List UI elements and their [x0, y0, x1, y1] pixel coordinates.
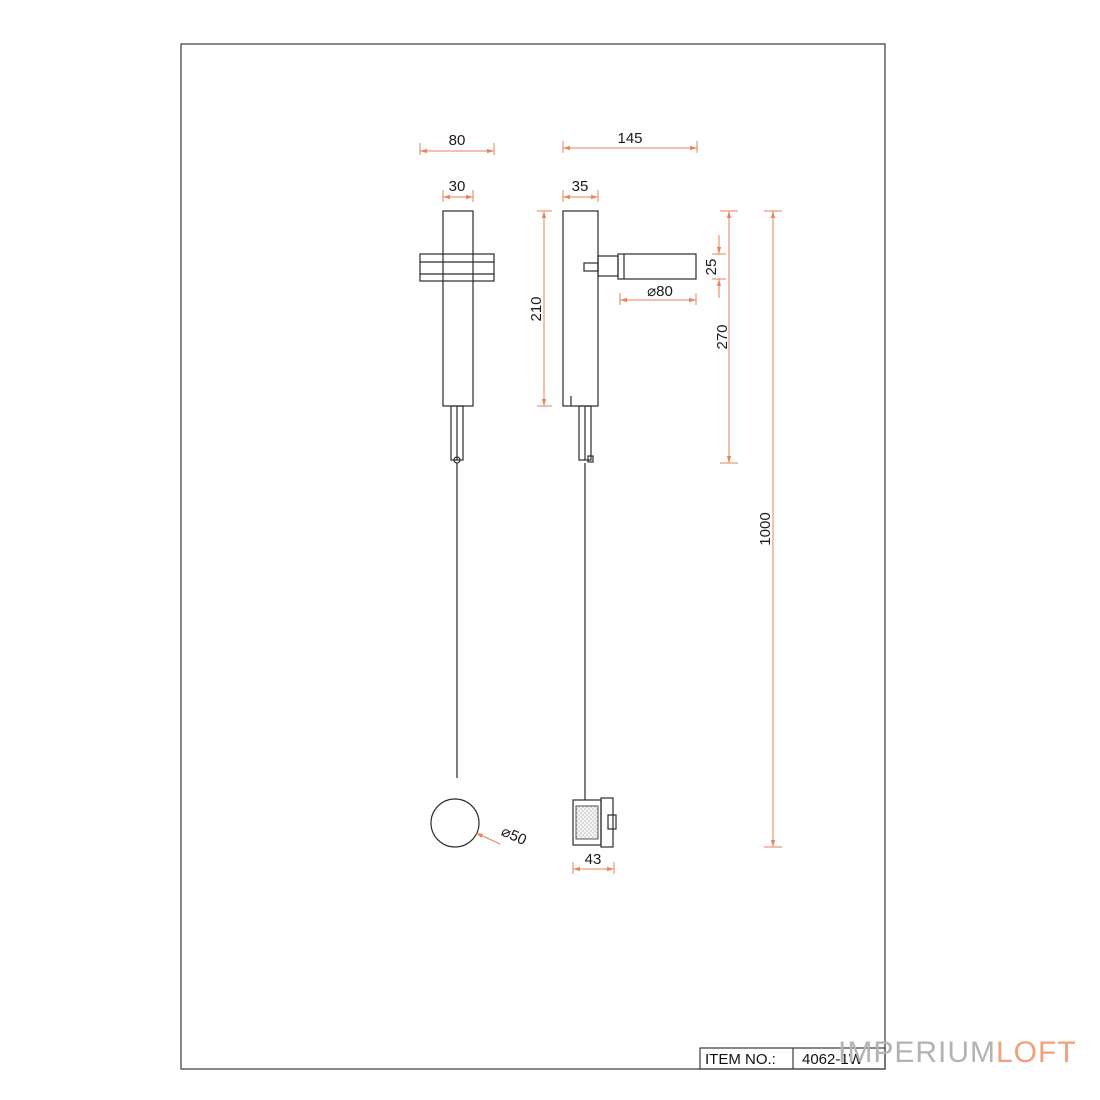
dim-front-tube: 30 [449, 178, 466, 195]
dim-switch-diameter: ⌀50 [499, 823, 529, 849]
dim-front-width: 80 [449, 132, 466, 149]
side-head [617, 253, 697, 280]
front-body-tube [442, 210, 474, 407]
side-switch-hatch [575, 805, 599, 840]
dim-side-tube: 35 [572, 178, 589, 195]
item-no-value: 4062-1W [802, 1051, 864, 1068]
front-switch-disc [430, 798, 480, 848]
dim-side-depth: 145 [617, 130, 642, 147]
side-switch-clip [600, 797, 614, 848]
dim-head-diameter: ⌀80 [647, 283, 673, 300]
front-view [419, 210, 495, 848]
side-view [562, 210, 697, 848]
dimensions: 80 30 145 35 210 25 ⌀80 [419, 130, 782, 874]
side-arm-joint [597, 255, 619, 277]
dim-head-thickness: 25 [703, 259, 720, 276]
dim-body-height: 210 [528, 296, 545, 321]
title-block: ITEM NO.: 4062-1W [699, 1047, 886, 1070]
watermark-logo: IMPERIUMLOFT [838, 1036, 1077, 1069]
front-head-block [419, 253, 495, 282]
watermark-imperium: IMPERIUM [838, 1036, 996, 1069]
side-body-tube [562, 210, 599, 407]
dim-arm-height: 270 [714, 324, 731, 349]
drawing-frame [180, 43, 886, 1070]
watermark-loft: LOFT [996, 1036, 1077, 1069]
item-no-label: ITEM NO.: [705, 1051, 776, 1068]
dim-total-height: 1000 [757, 512, 774, 545]
dim-switch-depth: 43 [585, 851, 602, 868]
